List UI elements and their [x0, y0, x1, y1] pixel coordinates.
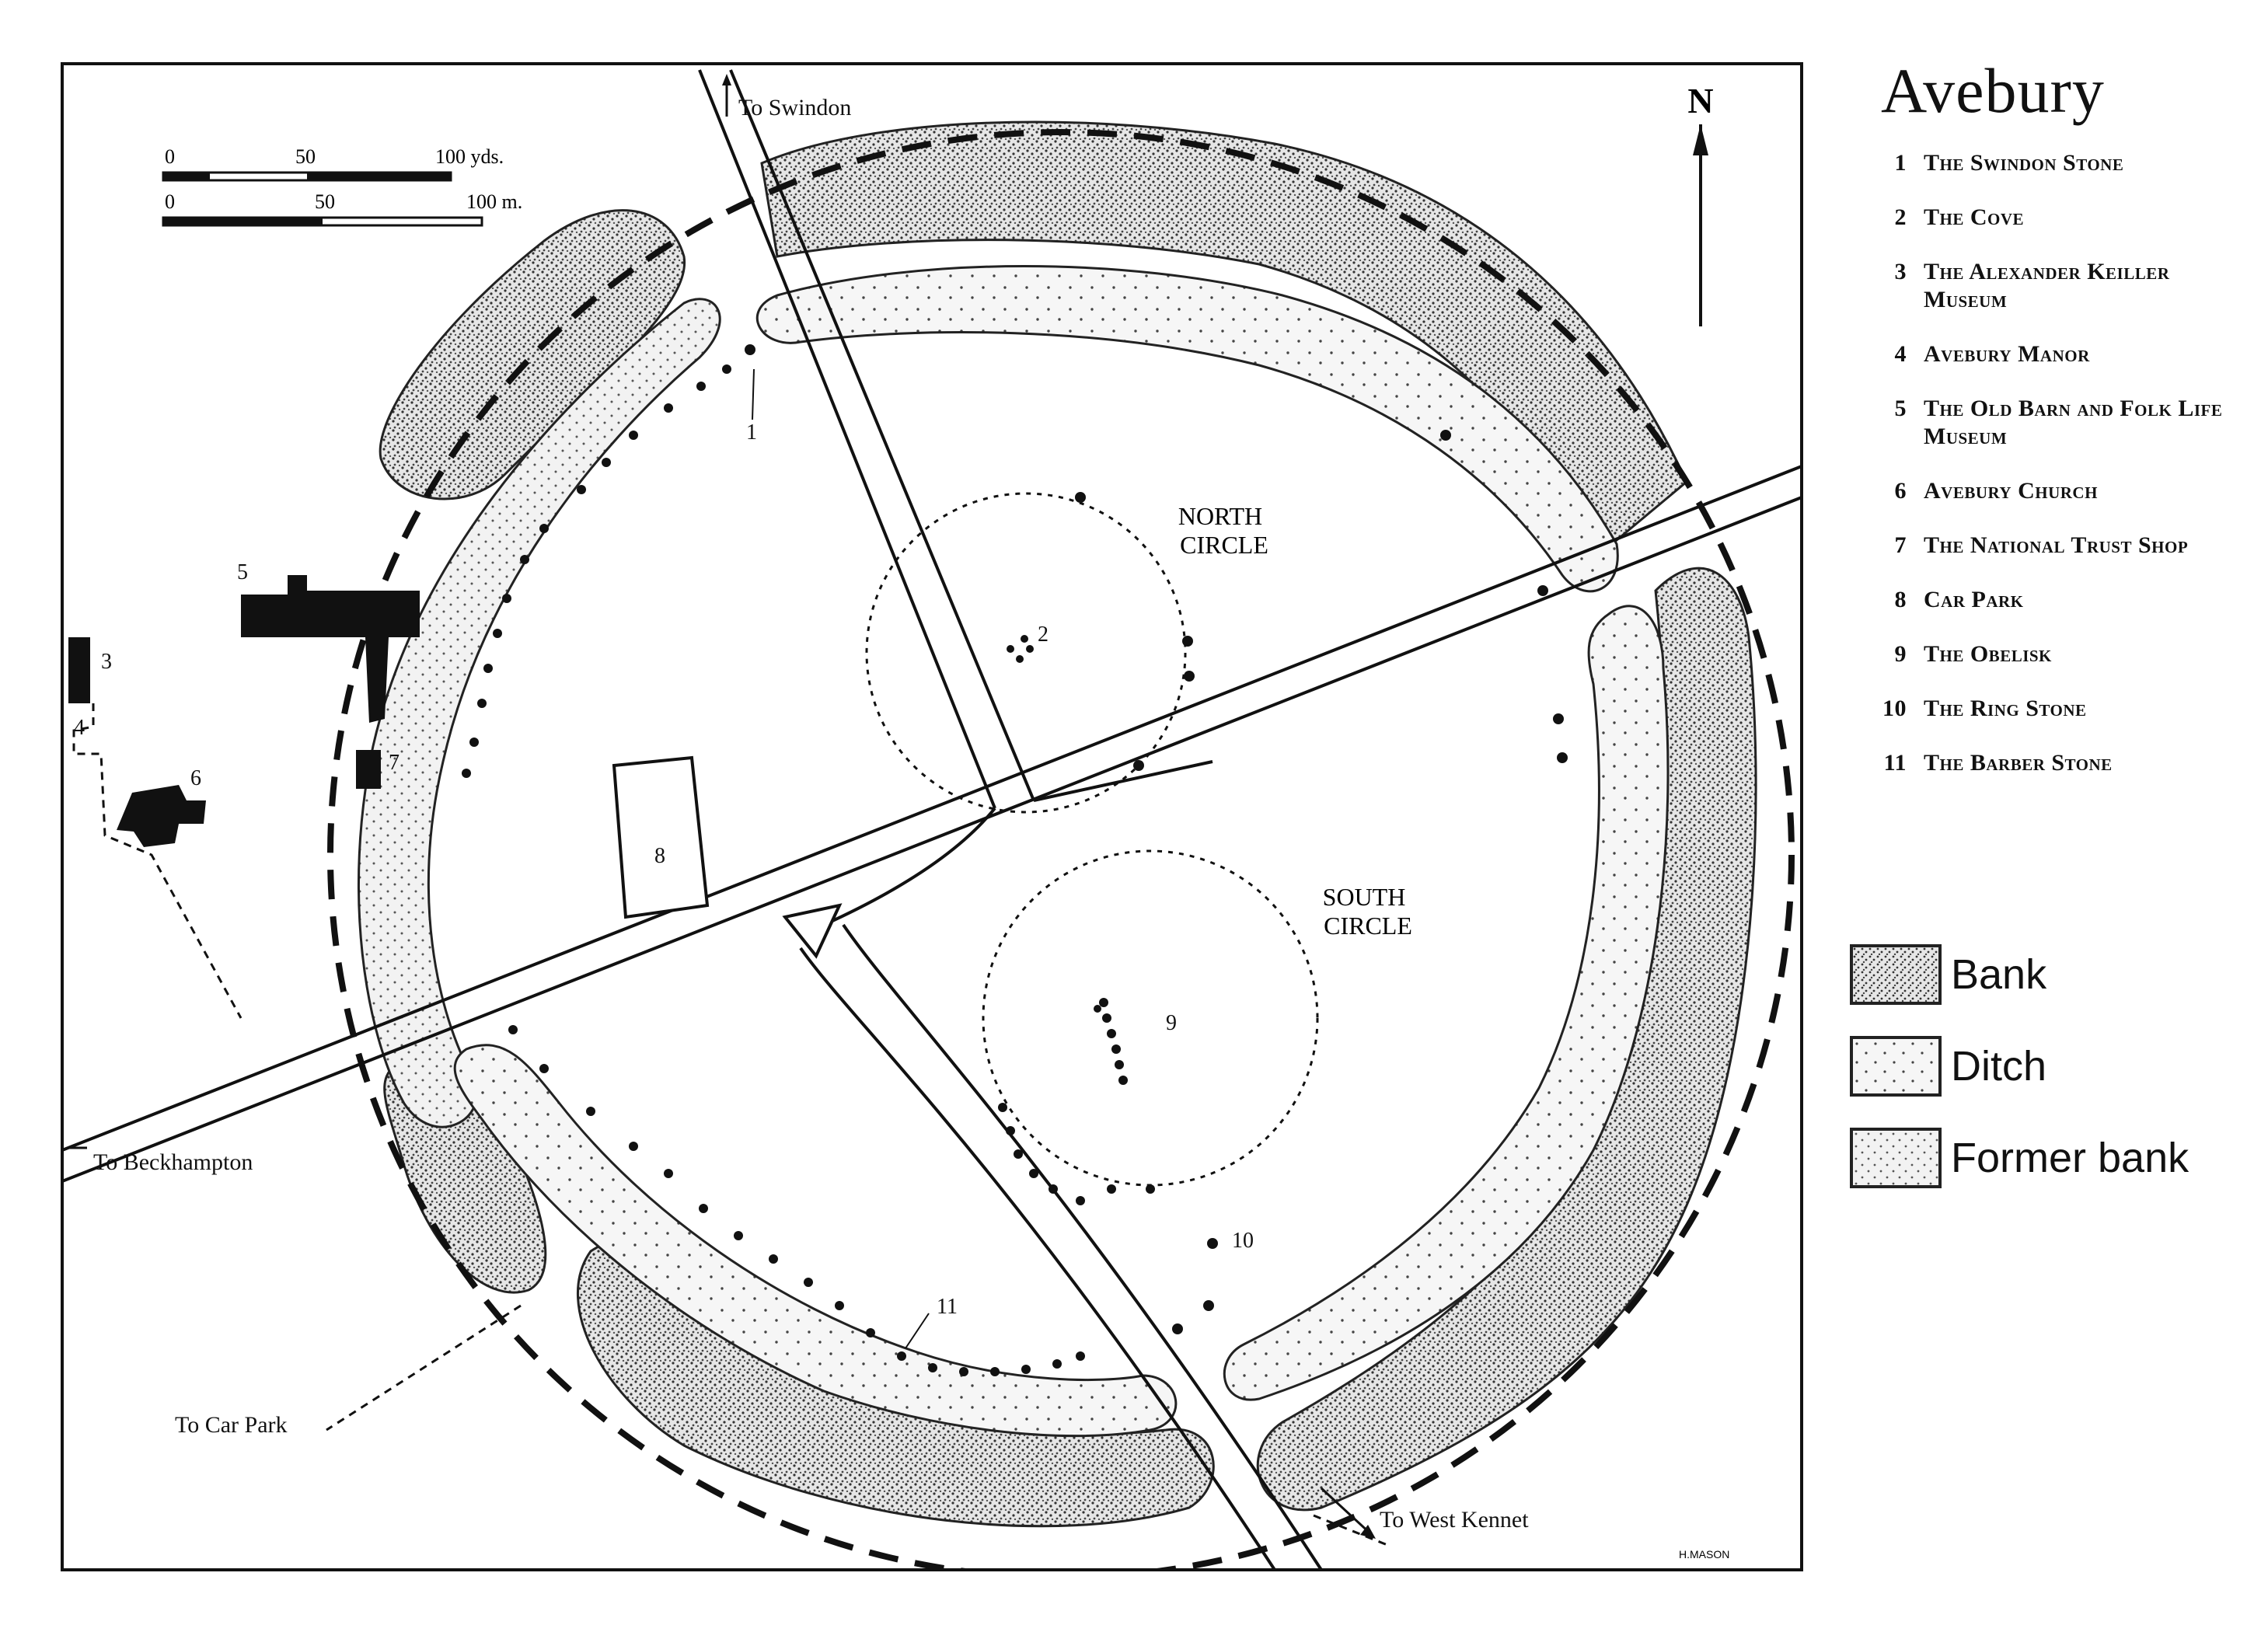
map-credit: H.MASON [1679, 1548, 1729, 1561]
key-item-number: 7 [1894, 532, 1907, 558]
key-item-label: The Old Barn and Folk Life Museum [1924, 396, 2223, 449]
legend: Bank Ditch Former bank [1850, 944, 2189, 1219]
bank-segment-nw [379, 209, 686, 500]
avebury-church-building [117, 785, 206, 847]
key-item: 9 The Obelisk [1862, 640, 2250, 668]
outer-boundary-dashed [327, 129, 1795, 1570]
north-label: N [1687, 81, 1713, 120]
key-item-label: The Obelisk [1924, 641, 2052, 667]
old-barn-building [241, 575, 420, 723]
key-item: 7 The National Trust Shop [1862, 532, 2250, 560]
key-item: 3 The Alexander Keiller Museum [1862, 258, 2250, 314]
ditch-segment-southwest [453, 1044, 1178, 1438]
key-item-label: The Barber Stone [1924, 750, 2113, 776]
svg-text:SOUTH: SOUTH [1323, 883, 1406, 911]
key-item-number: 5 [1894, 396, 1907, 421]
key-list: 1 The Swindon Stone 2 The Cove 3 The Alexan… [1862, 149, 2250, 777]
key-item-number: 3 [1894, 259, 1907, 284]
svg-text:4: 4 [74, 716, 85, 740]
svg-text:2: 2 [1038, 622, 1049, 647]
key-item-label: The Swindon Stone [1924, 150, 2124, 176]
north-arrow: N [1687, 81, 1714, 326]
ditch-segment-north [755, 265, 1619, 593]
key-item: 4 Avebury Manor [1862, 340, 2250, 368]
road-triangle [782, 903, 843, 959]
key-item-label: The Ring Stone [1924, 696, 2087, 721]
legend-label: Former bank [1951, 1135, 2189, 1181]
svg-text:50: 50 [295, 145, 316, 168]
north-circle-stones [1007, 492, 1195, 771]
svg-text:6: 6 [190, 766, 201, 790]
key-item-number: 1 [1894, 150, 1907, 176]
ditch-segment-east [1223, 605, 1670, 1401]
svg-text:To West Kennet: To West Kennet [1380, 1507, 1529, 1533]
footpaths [72, 703, 1392, 1548]
svg-text:1: 1 [746, 420, 757, 445]
legend-row-former-bank: Former bank [1850, 1128, 2189, 1188]
key-item: 6 Avebury Church [1862, 477, 2250, 505]
key-item-number: 6 [1894, 478, 1907, 504]
key-item-label: The National Trust Shop [1924, 532, 2189, 558]
svg-text:5: 5 [237, 560, 248, 584]
key-item: 5 The Old Barn and Folk Life Museum [1862, 395, 2250, 451]
national-trust-shop-building [356, 750, 381, 789]
svg-text:To Swindon: To Swindon [738, 95, 851, 120]
scale-bar: 0 50 100 yds. 0 50 100 m. [162, 145, 522, 227]
svg-text:7: 7 [389, 751, 400, 775]
svg-text:3: 3 [101, 650, 112, 674]
south-circle-stones [998, 998, 1218, 1249]
key-item-number: 9 [1894, 641, 1907, 667]
key-item-label: The Alexander Keiller Museum [1924, 259, 2170, 312]
map-title: Avebury [1881, 55, 2105, 126]
svg-text:100 m.: 100 m. [466, 190, 522, 213]
former-bank-swatch [1850, 1128, 1942, 1188]
svg-text:0: 0 [165, 190, 175, 213]
key-item: 8 Car Park [1862, 586, 2250, 614]
key-item-label: Avebury Manor [1924, 341, 2090, 367]
svg-text:9: 9 [1166, 1011, 1177, 1035]
ditch-swatch [1850, 1036, 1942, 1097]
feature-numbers: 1 2 3 4 5 6 7 8 9 10 11 [74, 368, 1254, 1349]
legend-row-ditch: Ditch [1850, 1036, 2189, 1097]
svg-text:100 yds.: 100 yds. [435, 145, 504, 168]
svg-text:50: 50 [315, 190, 335, 213]
svg-text:0: 0 [165, 145, 175, 168]
key-item-number: 8 [1894, 587, 1907, 612]
legend-label: Ditch [1951, 1043, 2047, 1090]
svg-text:8: 8 [654, 844, 665, 868]
key-item-label: The Cove [1924, 204, 2025, 230]
key-item: 11 The Barber Stone [1862, 749, 2250, 777]
key-item-label: Car Park [1924, 587, 2024, 612]
svg-text:10: 10 [1232, 1229, 1254, 1253]
svg-text:CIRCLE: CIRCLE [1180, 531, 1268, 559]
bank-swatch [1850, 944, 1942, 1005]
legend-row-bank: Bank [1850, 944, 2189, 1005]
buildings [68, 575, 420, 847]
roads [62, 69, 1802, 1570]
key-item-number: 10 [1882, 696, 1907, 721]
key-item-number: 2 [1894, 204, 1907, 230]
north-circle-outline [865, 492, 1187, 814]
key-item: 1 The Swindon Stone [1862, 149, 2250, 177]
key-item-label: Avebury Church [1924, 478, 2098, 504]
svg-text:11: 11 [937, 1295, 958, 1319]
svg-text:To Car Park: To Car Park [175, 1412, 288, 1438]
svg-text:To Beckhampton: To Beckhampton [93, 1149, 253, 1175]
key-item-number: 4 [1894, 341, 1907, 367]
circle-labels: NORTH CIRCLE SOUTH CIRCLE [1178, 502, 1412, 940]
outer-circle-stones [462, 344, 1568, 1376]
keiller-museum-building [68, 637, 90, 703]
legend-label: Bank [1951, 951, 2047, 998]
key-item-number: 11 [1883, 750, 1907, 776]
key-item: 2 The Cove [1862, 204, 2250, 232]
key-item: 10 The Ring Stone [1862, 695, 2250, 723]
road-labels: To Swindon To Beckhampton To Car Park To… [68, 74, 1529, 1539]
svg-text:CIRCLE: CIRCLE [1324, 912, 1412, 940]
car-park-area [612, 755, 710, 919]
svg-text:NORTH: NORTH [1178, 502, 1262, 530]
